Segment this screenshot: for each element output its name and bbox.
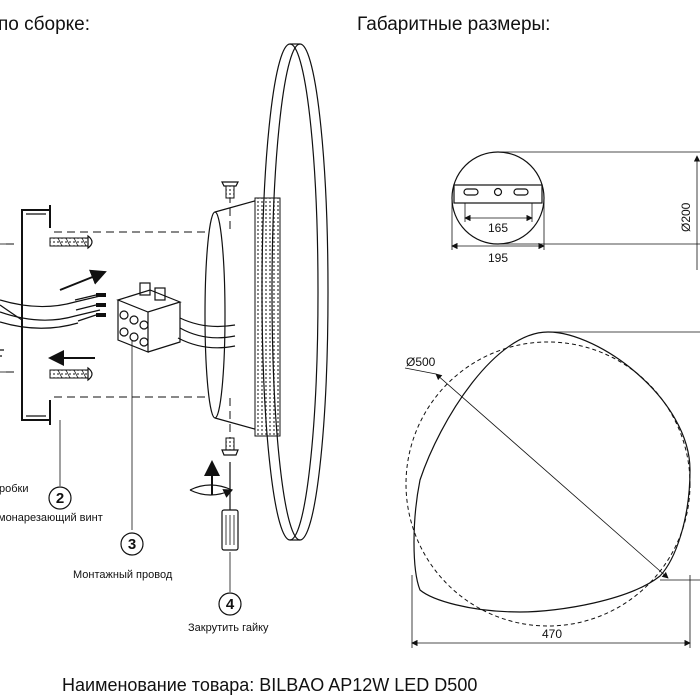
callout-2-label: монарезающий винт	[0, 512, 103, 524]
product-name: Наименование товара: BILBAO AP12W LED D5…	[62, 675, 477, 695]
mounting-plate-drawing: 165 195 Ø200	[451, 151, 700, 270]
callout-3: 3 Монтажный провод	[73, 532, 173, 581]
callout-3-number: 3	[128, 536, 136, 553]
wall-wires	[0, 293, 106, 329]
dimensions-header: Габаритные размеры:	[357, 14, 550, 35]
screwdriver-icon	[221, 462, 239, 551]
screw-bottom-icon	[49, 366, 93, 382]
terminal-block-icon	[116, 282, 182, 353]
callout-4-number: 4	[226, 596, 235, 613]
dim-d200: Ø200	[679, 202, 693, 232]
insert-arrow-icon	[59, 269, 107, 291]
partial-label: робки	[0, 483, 29, 495]
callout-3-label: Монтажный провод	[73, 569, 173, 581]
rotate-arrow-icon	[189, 489, 234, 498]
dim-195: 195	[488, 251, 508, 265]
wall-bracket	[0, 205, 51, 425]
lamp-front-drawing: Ø500 470	[404, 331, 700, 648]
dim-d500: Ø500	[406, 355, 436, 369]
assembly-header: по сборке:	[0, 14, 90, 35]
callout-2: 2 монарезающий винт	[0, 486, 103, 524]
bottom-screw-icon	[221, 437, 239, 456]
callout-4-label: Закрутить гайку	[188, 622, 269, 634]
screw-top-icon	[49, 234, 93, 250]
dim-165: 165	[488, 221, 508, 235]
top-screw-icon	[221, 181, 239, 199]
lamp-body	[204, 43, 329, 541]
callout-2-number: 2	[56, 490, 64, 507]
dim-470: 470	[542, 627, 562, 641]
callout-4: 4 Закрутить гайку	[188, 592, 269, 634]
